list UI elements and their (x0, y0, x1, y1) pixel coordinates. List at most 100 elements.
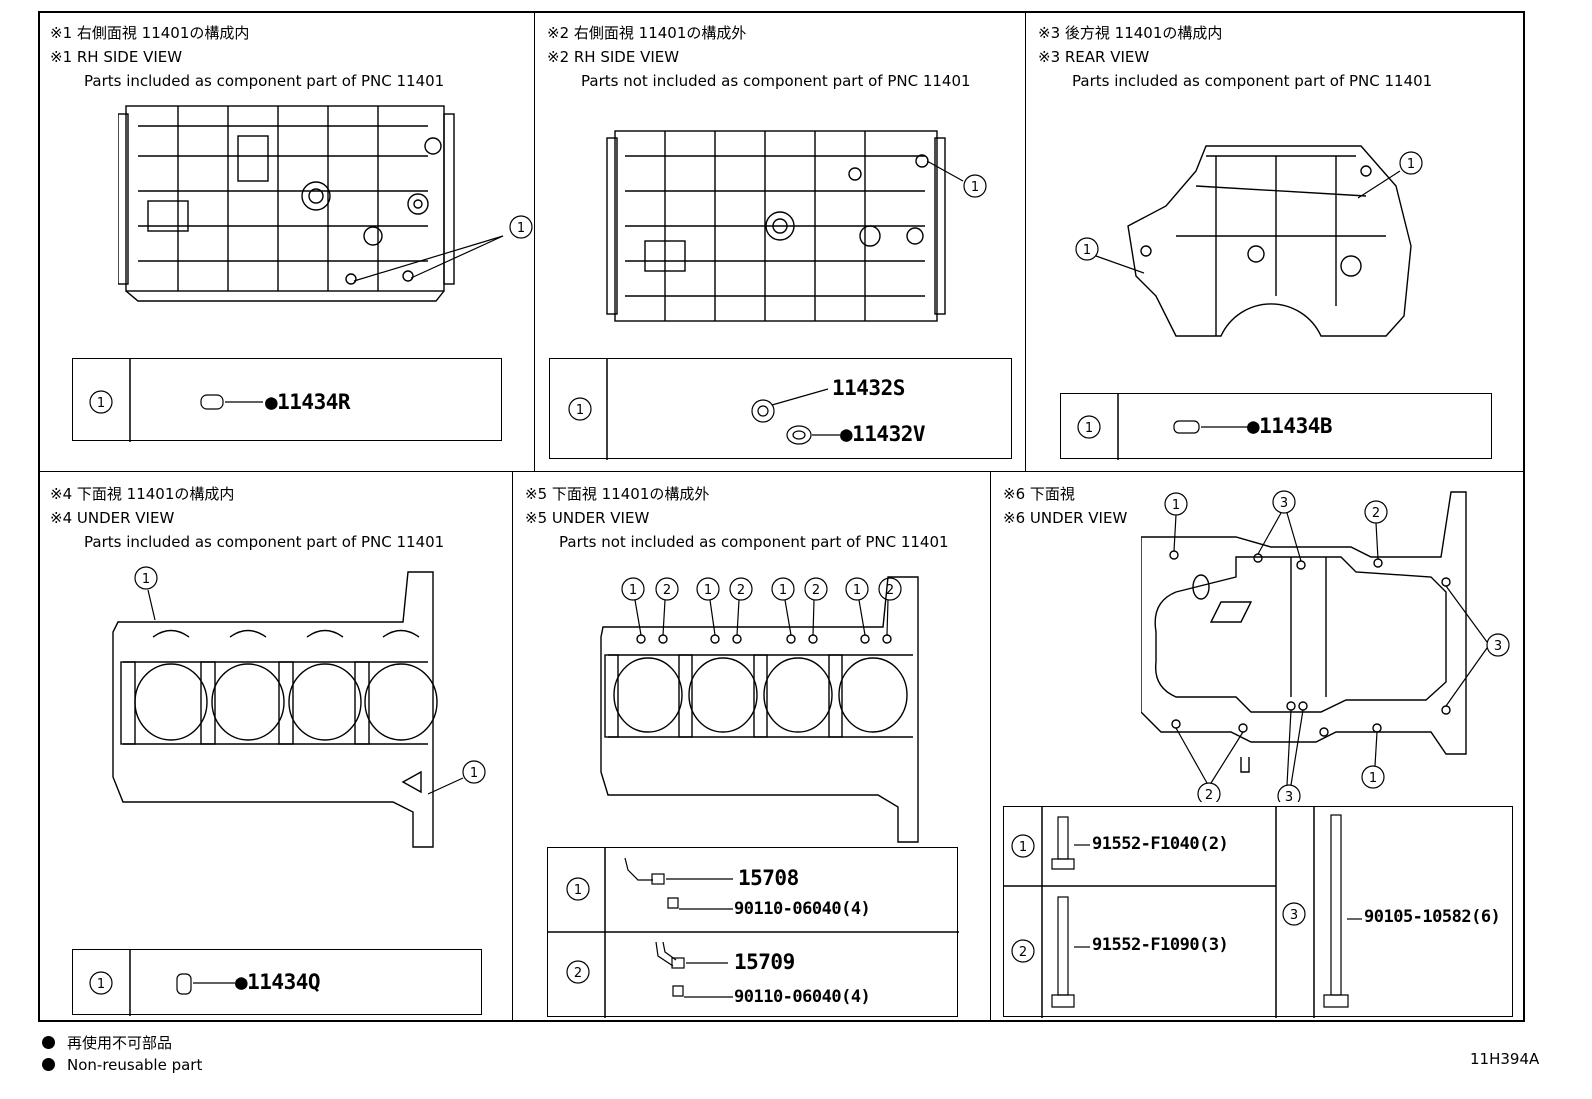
part-number: 15709 (734, 950, 795, 974)
part-number: ●11434R (265, 390, 351, 414)
callouts (621, 577, 902, 636)
svg-text:2: 2 (574, 966, 582, 981)
title-ja: ※1 右側面視 11401の構成内 (50, 24, 250, 42)
title-ja: ※5 下面視 11401の構成外 (525, 485, 710, 503)
svg-text:3: 3 (1285, 790, 1293, 802)
title-en: ※4 UNDER VIEW (50, 509, 175, 527)
callout-1 (353, 215, 533, 282)
engine-block-rh-side-drawing: 1 (606, 130, 987, 322)
svg-text:1: 1 (142, 572, 150, 587)
panel-header: ※6 下面視 ※6 UNDER VIEW (1003, 482, 1127, 530)
bolt-drawings (1051, 814, 1362, 1008)
panel-under-included: ※4 下面視 11401の構成内 ※4 UNDER VIEW Parts inc… (38, 472, 513, 1022)
panel-rear-included: ※3 後方視 11401の構成内 ※3 REAR VIEW Parts incl… (1026, 11, 1525, 472)
panel-header: ※5 下面視 11401の構成外 ※5 UNDER VIEW Parts not… (525, 482, 949, 554)
svg-text:1: 1 (629, 583, 637, 598)
svg-text:1: 1 (1083, 243, 1091, 258)
part-number: 90110-06040(4) (734, 987, 871, 1007)
pin-part-drawing (1173, 420, 1248, 434)
title-en: ※6 UNDER VIEW (1003, 509, 1128, 527)
legend-table: 1 ●11434R (72, 358, 502, 442)
part-number: 90110-06040(4) (734, 899, 871, 919)
pin-part-drawing (176, 973, 235, 995)
svg-text:1: 1 (704, 583, 712, 598)
svg-text:1: 1 (1019, 840, 1027, 855)
pin-part-drawing (200, 394, 263, 410)
svg-text:1: 1 (1085, 421, 1093, 436)
panel-note: Parts not included as component part of … (581, 72, 971, 90)
legend-table: 1 2 3 91552-F1040(2) 91552-F1090(3) 9010… (1003, 806, 1513, 1018)
svg-text:1: 1 (853, 583, 861, 598)
svg-text:2: 2 (663, 583, 671, 598)
diagram-frame (38, 11, 1525, 1022)
footer-note-en: Non-reusable part (42, 1056, 202, 1074)
svg-text:2: 2 (1372, 506, 1380, 521)
svg-text:2: 2 (812, 583, 820, 598)
jet-holes (636, 634, 892, 644)
drawing-reference: 11H394A (1470, 1050, 1540, 1068)
svg-text:1: 1 (470, 766, 478, 781)
svg-text:1: 1 (576, 403, 584, 418)
title-ja: ※6 下面視 (1003, 485, 1075, 503)
panel-header: ※3 後方視 11401の構成内 ※3 REAR VIEW Parts incl… (1038, 21, 1432, 93)
title-en: ※5 UNDER VIEW (525, 509, 650, 527)
panel-note: Parts included as component part of PNC … (84, 72, 445, 90)
panel-header: ※2 右側面視 11401の構成外 ※2 RH SIDE VIEW Parts … (547, 21, 971, 93)
svg-text:2: 2 (1019, 945, 1027, 960)
callout-1 (134, 566, 486, 795)
part-number: 91552-F1040(2) (1092, 834, 1229, 854)
svg-text:1: 1 (779, 583, 787, 598)
svg-text:3: 3 (1280, 496, 1288, 511)
title-en: ※1 RH SIDE VIEW (50, 48, 183, 66)
svg-text:1: 1 (97, 396, 105, 411)
svg-text:2: 2 (737, 583, 745, 598)
svg-text:1: 1 (574, 883, 582, 898)
panel-under-not-included: ※5 下面視 11401の構成外 ※5 UNDER VIEW Parts not… (513, 472, 991, 1022)
callouts (1164, 490, 1510, 802)
part-number: 91552-F1090(3) (1092, 935, 1229, 955)
part-number: 90105-10582(6) (1364, 907, 1501, 927)
panel-header: ※1 右側面視 11401の構成内 ※1 RH SIDE VIEW Parts … (50, 21, 444, 93)
plug-part-drawing (751, 388, 840, 445)
title-ja: ※2 右側面視 11401の構成外 (547, 24, 747, 42)
panel-note: Parts not included as component part of … (559, 533, 949, 551)
legend-table: 1 2 15708 90110-06040(4) 15709 90110-060… (547, 847, 959, 1018)
non-reusable-ja: 再使用不可部品 (67, 1034, 173, 1052)
panel-rh-side-not-included: ※2 右側面視 11401の構成外 ※2 RH SIDE VIEW Parts … (535, 11, 1026, 472)
part-number: ●11434B (1247, 414, 1333, 438)
part-number: 15708 (738, 866, 799, 890)
bullet-dot-icon (42, 1058, 55, 1071)
svg-text:1: 1 (517, 221, 525, 236)
non-reusable-en: Non-reusable part (67, 1056, 203, 1074)
footer-note-ja: 再使用不可部品 (42, 1032, 172, 1053)
svg-text:1: 1 (971, 180, 979, 195)
panel-under-bolts: ※6 下面視 ※6 UNDER VIEW 1 3 2 3 1 2 3 (991, 472, 1525, 1022)
legend-table: 1 11432S ●11432V (549, 358, 1012, 460)
panel-note: Parts included as component part of PNC … (84, 533, 445, 551)
legend-table: 1 ●11434B (1060, 393, 1492, 460)
bullet-dot-icon (42, 1036, 55, 1049)
svg-text:1: 1 (1369, 771, 1377, 786)
panel-rh-side-included: ※1 右側面視 11401の構成内 ※1 RH SIDE VIEW Parts … (38, 11, 535, 472)
svg-text:3: 3 (1494, 639, 1502, 654)
engine-block-rear-drawing: 1 1 (1075, 145, 1423, 337)
legend-table: 1 ●11434Q (72, 949, 482, 1016)
engine-block-under-view-drawing: 1 1 (112, 566, 486, 848)
part-number: 11432S (832, 376, 905, 400)
panel-header: ※4 下面視 11401の構成内 ※4 UNDER VIEW Parts inc… (50, 482, 444, 554)
engine-block-rh-side-drawing: 1 (118, 105, 533, 302)
callout-1 (1075, 151, 1423, 274)
part-number: ●11434Q (235, 970, 321, 994)
svg-text:2: 2 (1205, 788, 1213, 802)
title-en: ※3 REAR VIEW (1038, 48, 1150, 66)
svg-text:3: 3 (1290, 908, 1298, 923)
bore-outlines (134, 663, 438, 741)
svg-text:1: 1 (1407, 157, 1415, 172)
title-en: ※2 RH SIDE VIEW (547, 48, 680, 66)
callout-1 (926, 160, 987, 198)
panel-note: Parts included as component part of PNC … (1072, 72, 1433, 90)
oil-jet-drawing (624, 857, 733, 998)
title-ja: ※3 後方視 11401の構成内 (1038, 24, 1223, 42)
